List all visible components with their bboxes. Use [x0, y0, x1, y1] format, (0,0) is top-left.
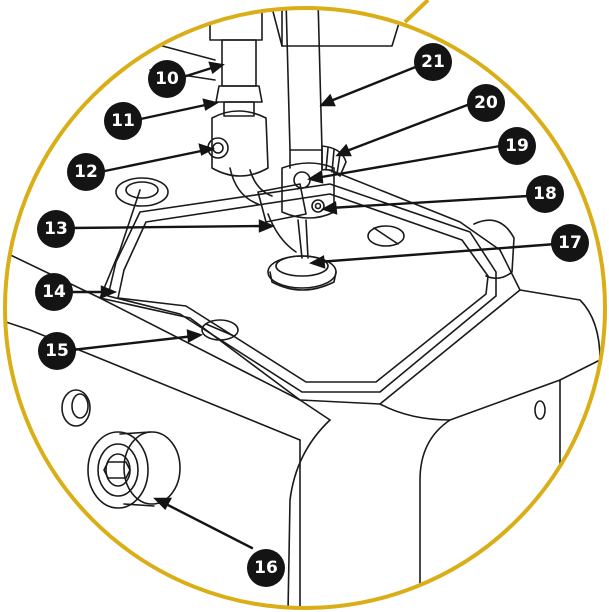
- callout-label: 12: [74, 162, 98, 182]
- callout-badge-14: 14: [35, 273, 73, 311]
- callout-badge-16: 16: [247, 549, 285, 587]
- callout-label: 10: [155, 69, 179, 89]
- callout-badge-21: 21: [414, 43, 452, 81]
- callout-badge-15: 15: [38, 332, 76, 370]
- magnifier-pointer-line: [405, 0, 428, 22]
- callout-label: 19: [505, 136, 529, 156]
- callout-label: 11: [111, 111, 135, 131]
- callout-label: 18: [533, 184, 557, 204]
- callout-badge-12: 12: [67, 153, 105, 191]
- callout-label: 21: [421, 52, 445, 72]
- callout-badge-20: 20: [467, 84, 505, 122]
- callout-label: 14: [42, 282, 66, 302]
- callout-badge-11: 11: [104, 102, 142, 140]
- callout-label: 17: [558, 233, 582, 253]
- magnifier-frame-ring: [5, 8, 605, 608]
- callout-badges: 10 11 12 13 14 15 16 17: [35, 43, 589, 587]
- callout-label: 15: [45, 341, 69, 361]
- callout-badge-13: 13: [37, 210, 75, 248]
- callout-badge-18: 18: [526, 175, 564, 213]
- callout-label: 13: [44, 219, 68, 239]
- callout-label: 16: [254, 558, 278, 578]
- callout-badge-10: 10: [148, 60, 186, 98]
- callout-badge-19: 19: [498, 127, 536, 165]
- callout-label: 20: [474, 93, 498, 113]
- callout-badge-17: 17: [551, 224, 589, 262]
